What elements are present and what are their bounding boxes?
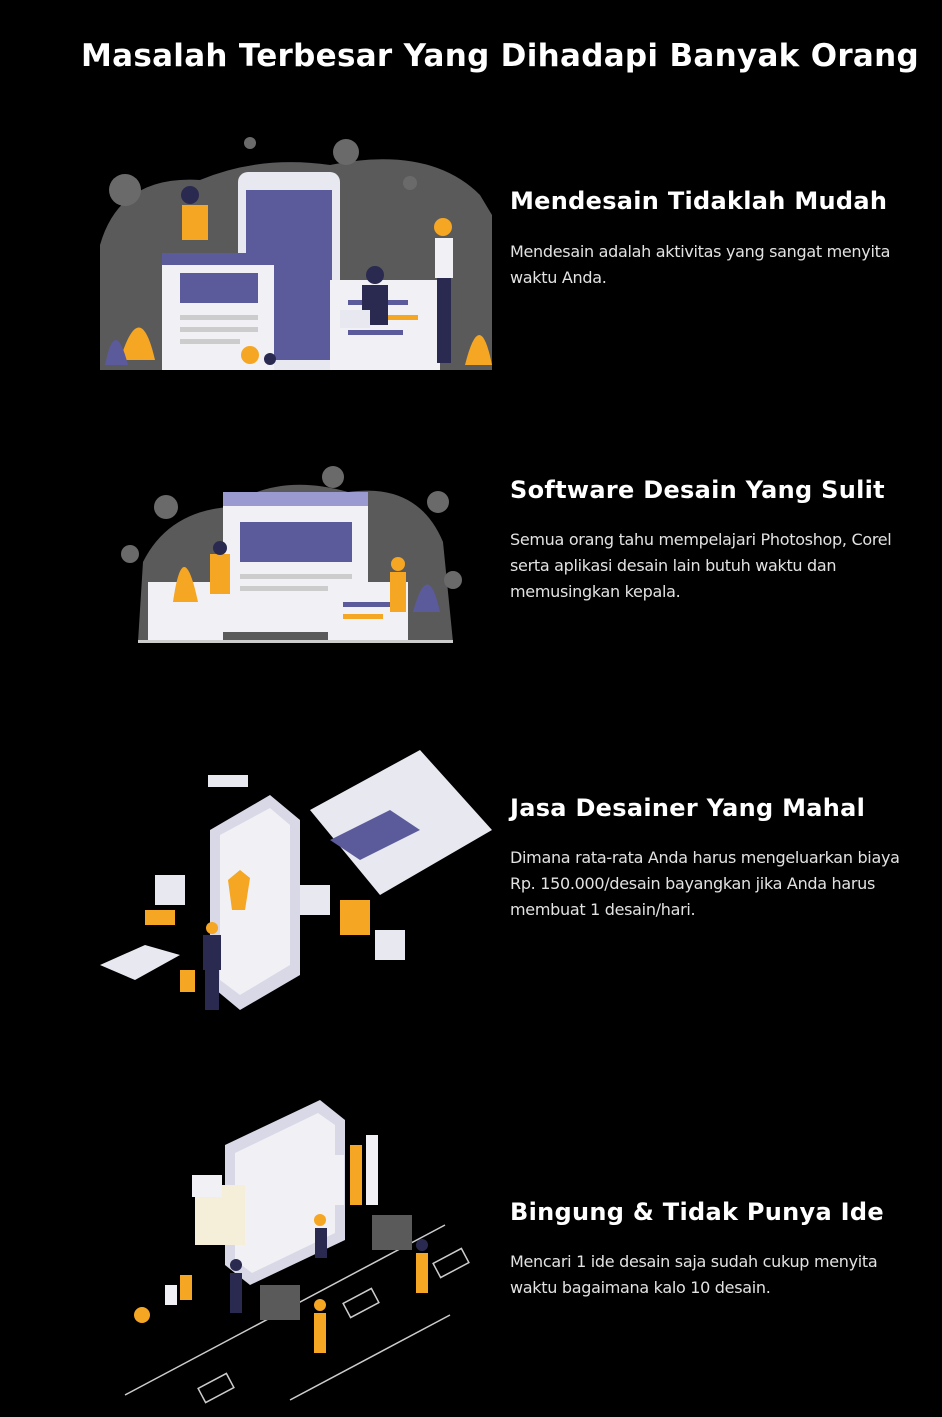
- section-body: Semua orang tahu mempelajari Photoshop, …: [510, 530, 892, 601]
- data-dashboard-illustration: [124, 1100, 470, 1404]
- page-title: Masalah Terbesar Yang Dihadapi Banyak Or…: [80, 38, 920, 74]
- designers-at-phone-illustration: [100, 137, 492, 370]
- section-body: Dimana rata-rata Anda harus mengeluarkan…: [510, 848, 900, 919]
- website-builders-illustration: [121, 466, 462, 643]
- section-heading: Mendesain Tidaklah Mudah: [510, 187, 888, 215]
- section-heading: Jasa Desainer Yang Mahal: [510, 794, 866, 822]
- section-body: Mendesain adalah aktivitas yang sangat m…: [510, 242, 891, 287]
- online-shop-illustration: [100, 750, 492, 1010]
- section-heading: Software Desain Yang Sulit: [510, 476, 885, 504]
- section-heading: Bingung & Tidak Punya Ide: [510, 1198, 884, 1226]
- section-body: Mencari 1 ide desain saja sudah cukup me…: [510, 1252, 878, 1297]
